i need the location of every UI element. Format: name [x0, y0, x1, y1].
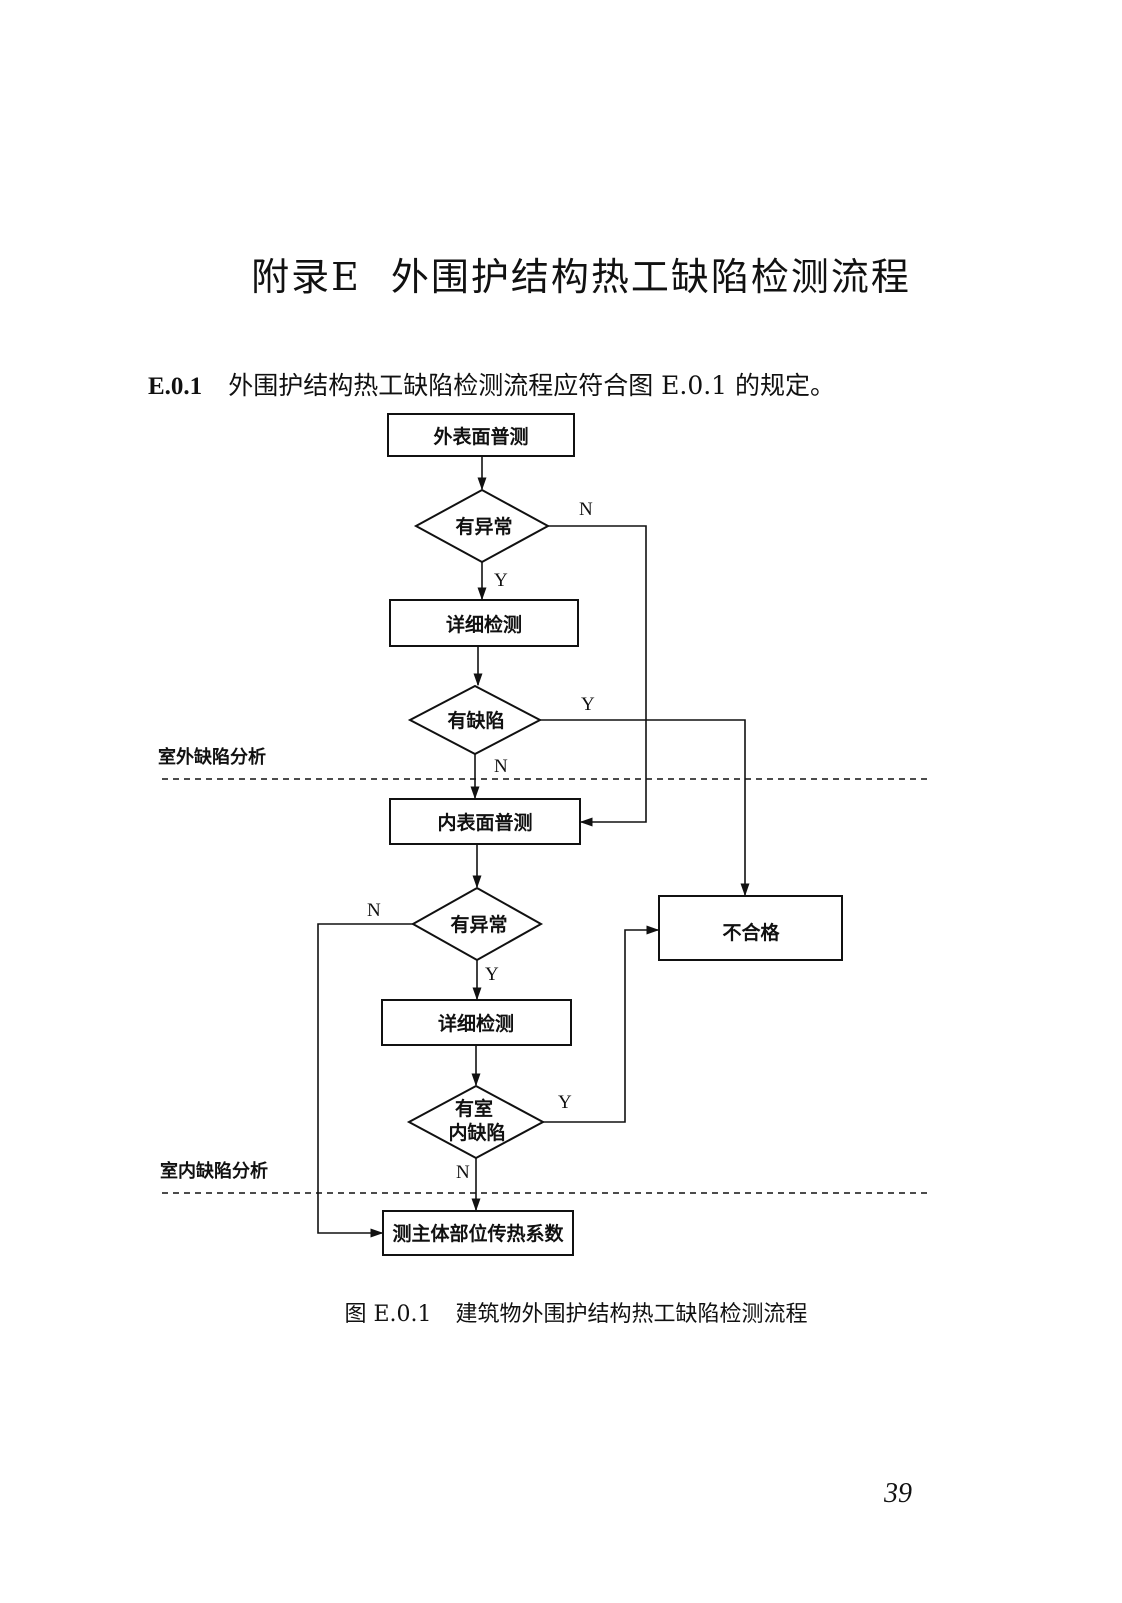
appendix-title-text: 外围护结构热工缺陷检测流程 [390, 255, 911, 299]
outer-defect-decision: 有缺陷 [407, 684, 543, 756]
edge-label-inner-defect-no: N [456, 1162, 470, 1183]
appendix-code: 附录E [251, 255, 361, 299]
appendix-title: 附录E 外围护结构热工缺陷检测流程 [0, 246, 1122, 301]
heat-transfer-label: 测主体部位传热系数 [392, 1222, 564, 1245]
inner-defect-label-line1: 有室 [455, 1097, 493, 1120]
connector-outer-defect-yes [540, 719, 750, 897]
outer-abnormal-label: 有异常 [455, 515, 512, 538]
edge-label-inner-defect-yes: Y [558, 1092, 572, 1113]
outer-detailed-inspection-label: 详细检测 [446, 613, 522, 636]
edge-label-outer-defect-no: N [494, 756, 508, 777]
connector-inner-defect-yes [543, 925, 660, 1123]
edge-label-outer-abnormal-yes: Y [494, 570, 508, 591]
inner-defect-label-line2: 内缺陷 [448, 1121, 505, 1144]
heat-transfer-node: 测主体部位传热系数 [382, 1210, 574, 1256]
edge-label-inner-abnormal-yes: Y [485, 964, 499, 985]
figure-number: 图 E.0.1 [344, 1302, 432, 1327]
outer-general-survey-label: 外表面普测 [433, 425, 528, 448]
edge-label-outer-abnormal-no: N [579, 499, 593, 520]
clause-text: 外围护结构热工缺陷检测流程应符合图 E.0.1 的规定。 [228, 371, 836, 400]
inner-general-survey-node: 内表面普测 [389, 798, 581, 845]
edge-label-inner-abnormal-no: N [367, 900, 381, 921]
inner-general-survey-label: 内表面普测 [437, 811, 532, 834]
outer-detailed-inspection-node: 详细检测 [389, 599, 579, 647]
outer-abnormal-decision: 有异常 [413, 488, 551, 564]
outer-general-survey-node: 外表面普测 [387, 413, 575, 457]
outdoor-section-label: 室外缺陷分析 [158, 746, 266, 768]
connector-outer-abnormal-no [548, 525, 647, 827]
connector-inner-abnormal-no [317, 923, 413, 1238]
figure-caption: 图 E.0.1 建筑物外围护结构热工缺陷检测流程 [0, 1296, 1122, 1328]
inner-defect-decision: 有室 内缺陷 [406, 1084, 546, 1160]
unqualified-node: 不合格 [658, 895, 843, 961]
unqualified-label: 不合格 [722, 921, 780, 944]
clause-paragraph: E.0.1 外围护结构热工缺陷检测流程应符合图 E.0.1 的规定。 [148, 366, 835, 402]
inner-detailed-inspection-node: 详细检测 [381, 999, 572, 1046]
inner-detailed-inspection-label: 详细检测 [438, 1012, 514, 1035]
outer-defect-label: 有缺陷 [447, 709, 504, 732]
edge-label-outer-defect-yes: Y [581, 694, 595, 715]
inner-abnormal-decision: 有异常 [410, 886, 544, 962]
indoor-section-label: 室内缺陷分析 [160, 1160, 268, 1182]
inner-abnormal-label: 有异常 [450, 913, 507, 936]
page-number: 39 [884, 1478, 912, 1509]
figure-caption-text: 建筑物外围护结构热工缺陷检测流程 [455, 1302, 808, 1327]
clause-number: E.0.1 [148, 373, 203, 400]
